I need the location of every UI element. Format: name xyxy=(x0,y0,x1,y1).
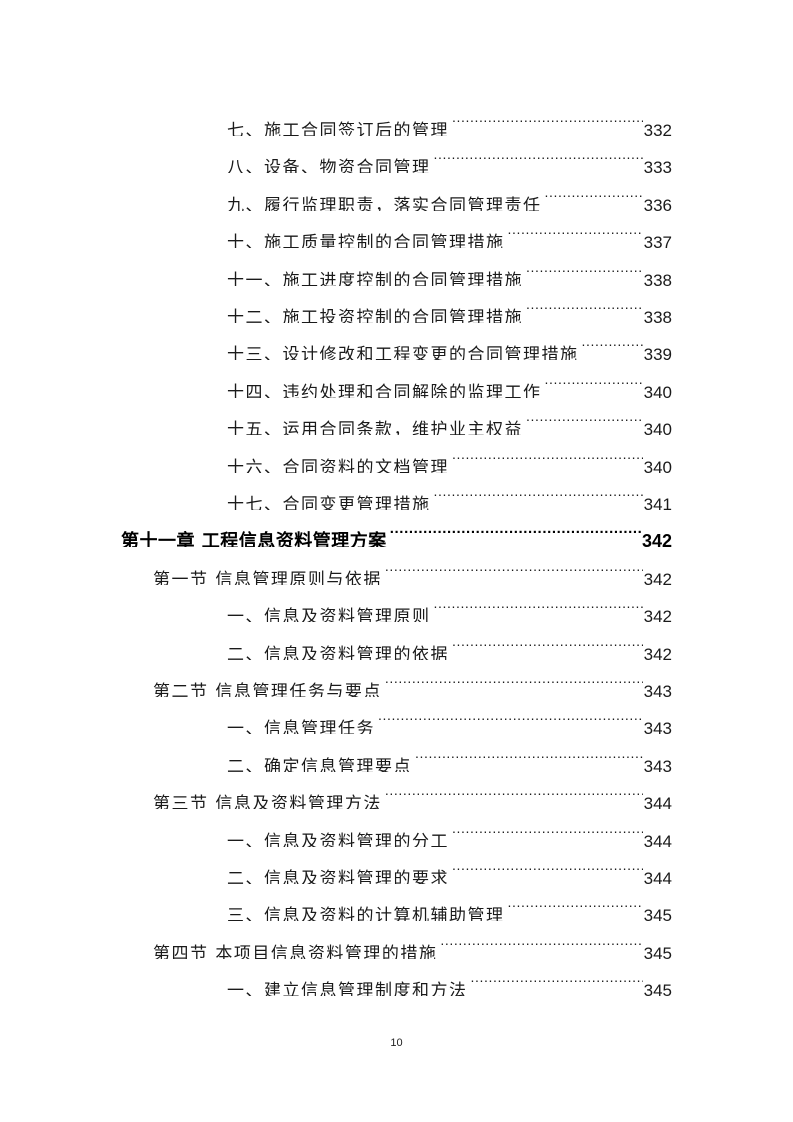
toc-entry-title: 第四节 本项目信息资料管理的措施 xyxy=(153,943,438,959)
toc-dot-leader xyxy=(526,286,643,323)
toc-entry-title: 十三、设计修改和工程变更的合同管理措施 xyxy=(227,345,579,361)
toc-entry-title: 九、履行监理职责，落实合同管理责任 xyxy=(227,195,542,211)
toc-entry-title: 十一、施工进度控制的合同管理措施 xyxy=(227,270,523,286)
toc-entry[interactable]: 八、设备、物资合同管理 333 xyxy=(227,136,672,173)
toc-entry[interactable]: 一、信息管理任务 343 xyxy=(227,697,672,734)
toc-entry-page: 344 xyxy=(643,794,672,810)
toc-entry[interactable]: 十一、施工进度控制的合同管理措施 338 xyxy=(227,249,672,286)
toc-dot-leader xyxy=(582,323,643,360)
toc-entry[interactable]: 十五、运用合同条款，维护业主权益 340 xyxy=(227,398,672,435)
toc-entry-page: 342 xyxy=(643,569,672,585)
toc-entry-title: 二、信息及资料管理的要求 xyxy=(227,869,449,884)
toc-dot-leader xyxy=(385,548,643,585)
toc-dot-leader xyxy=(508,211,643,248)
toc-entry[interactable]: 十二、施工投资控制的合同管理措施 338 xyxy=(227,286,672,323)
toc-dot-leader xyxy=(452,436,643,473)
toc-dot-leader xyxy=(434,136,643,173)
toc-dot-leader xyxy=(545,174,643,211)
toc-entry[interactable]: 二、信息及资料管理的要求 344 xyxy=(227,847,672,884)
page-number: 10 xyxy=(390,1037,403,1049)
toc-entry-title: 一、信息及资料管理的分工 xyxy=(227,831,449,847)
toc-entry-title: 七、施工合同签订后的管理 xyxy=(227,121,449,136)
toc-entry-page: 344 xyxy=(643,869,672,884)
toc-entry[interactable]: 二、信息及资料管理的依据 342 xyxy=(227,623,672,660)
toc-entry-title: 一、信息管理任务 xyxy=(227,719,375,735)
toc-section-entry[interactable]: 第二节 信息管理任务与要点 343 xyxy=(153,660,672,697)
toc-dot-leader xyxy=(526,249,643,286)
toc-entry-page: 337 xyxy=(643,233,672,249)
toc-entry[interactable]: 一、信息及资料管理原则 342 xyxy=(227,585,672,622)
toc-entry[interactable]: 七、施工合同签订后的管理 332 xyxy=(227,99,672,136)
toc-entry[interactable]: 三、信息及资料的计算机辅助管理 345 xyxy=(227,884,672,921)
toc-entry-page: 332 xyxy=(643,121,672,136)
toc-entry-page: 339 xyxy=(643,345,672,361)
toc-entry[interactable]: 十七、合同变更管理措施 341 xyxy=(227,473,672,510)
toc-dot-leader xyxy=(526,398,643,435)
toc-dot-leader xyxy=(452,810,643,847)
toc-entry-page: 342 xyxy=(643,607,672,623)
toc-entry[interactable]: 二、确定信息管理要点 343 xyxy=(227,735,672,772)
toc-entry-title: 八、设备、物资合同管理 xyxy=(227,158,431,174)
toc-entry-page: 338 xyxy=(643,308,672,323)
toc-dot-leader xyxy=(390,510,641,547)
toc-entry-title: 一、建立信息管理制度和方法 xyxy=(227,981,468,997)
toc-entry-page: 338 xyxy=(643,270,672,286)
toc-entry-title: 第一节 信息管理原则与依据 xyxy=(153,569,382,585)
toc-dot-leader xyxy=(434,473,643,510)
toc-entry-title: 十五、运用合同条款，维护业主权益 xyxy=(227,420,523,436)
toc-dot-leader xyxy=(471,959,643,996)
toc-entry[interactable]: 十四、违约处理和合同解除的监理工作 340 xyxy=(227,361,672,398)
toc-entry-title: 二、信息及资料管理的依据 xyxy=(227,644,449,660)
toc-entry-page: 345 xyxy=(643,906,672,922)
toc-entry-title: 二、确定信息管理要点 xyxy=(227,756,412,772)
toc-entry-page: 341 xyxy=(643,495,672,510)
toc-entry-page: 343 xyxy=(643,682,672,697)
toc-dot-leader xyxy=(415,735,643,772)
toc-dot-leader xyxy=(545,361,643,398)
toc-entry-page: 344 xyxy=(643,831,672,847)
toc-dot-leader xyxy=(385,772,643,809)
toc-entry-title: 十、施工质量控制的合同管理措施 xyxy=(227,233,505,249)
toc-entry-title: 三、信息及资料的计算机辅助管理 xyxy=(227,906,505,922)
toc-dot-leader xyxy=(440,922,642,959)
toc-section-entry[interactable]: 第三节 信息及资料管理方法 344 xyxy=(153,772,672,809)
toc-entry-page: 343 xyxy=(643,756,672,772)
toc-dot-leader xyxy=(378,697,643,734)
toc-entry-page: 340 xyxy=(643,382,672,398)
toc-section-entry[interactable]: 第四节 本项目信息资料管理的措施 345 xyxy=(153,922,672,959)
toc-dot-leader xyxy=(452,623,643,660)
toc-entry-page: 340 xyxy=(643,420,672,436)
toc-entry-page: 343 xyxy=(643,719,672,735)
toc-entry-title: 一、信息及资料管理原则 xyxy=(227,607,431,623)
toc-entry-title: 第二节 信息管理任务与要点 xyxy=(153,682,382,697)
toc-entry-page: 333 xyxy=(643,158,672,174)
toc-entry-page: 336 xyxy=(643,195,672,211)
toc-dot-leader xyxy=(452,847,643,884)
toc-entry-title: 第十一章 工程信息资料管理方案 xyxy=(121,531,387,548)
toc-entry[interactable]: 九、履行监理职责，落实合同管理责任 336 xyxy=(227,174,672,211)
toc-entry[interactable]: 十三、设计修改和工程变更的合同管理措施 339 xyxy=(227,323,672,360)
toc-entry-title: 十二、施工投资控制的合同管理措施 xyxy=(227,308,523,323)
toc-entry[interactable]: 十六、合同资料的文档管理 340 xyxy=(227,436,672,473)
toc-section-entry[interactable]: 第一节 信息管理原则与依据 342 xyxy=(153,548,672,585)
toc-dot-leader xyxy=(385,660,643,697)
toc-entry-title: 十四、违约处理和合同解除的监理工作 xyxy=(227,382,542,398)
toc-entry-page: 340 xyxy=(643,457,672,473)
toc-entry-title: 十七、合同变更管理措施 xyxy=(227,495,431,510)
toc-entry-title: 十六、合同资料的文档管理 xyxy=(227,457,449,473)
toc-dot-leader xyxy=(434,585,643,622)
toc-entry[interactable]: 一、信息及资料管理的分工 344 xyxy=(227,810,672,847)
toc-entry-page: 345 xyxy=(643,943,672,959)
toc-entry-page: 345 xyxy=(643,981,672,997)
toc-chapter-entry[interactable]: 第十一章 工程信息资料管理方案 342 xyxy=(121,510,672,547)
toc-entry-page: 342 xyxy=(641,531,672,548)
toc-dot-leader xyxy=(508,884,643,921)
toc-entry[interactable]: 一、建立信息管理制度和方法 345 xyxy=(227,959,672,996)
toc-entry-page: 342 xyxy=(643,644,672,660)
toc-entry[interactable]: 十、施工质量控制的合同管理措施 337 xyxy=(227,211,672,248)
toc-entry-title: 第三节 信息及资料管理方法 xyxy=(153,794,382,810)
toc-dot-leader xyxy=(452,99,643,136)
